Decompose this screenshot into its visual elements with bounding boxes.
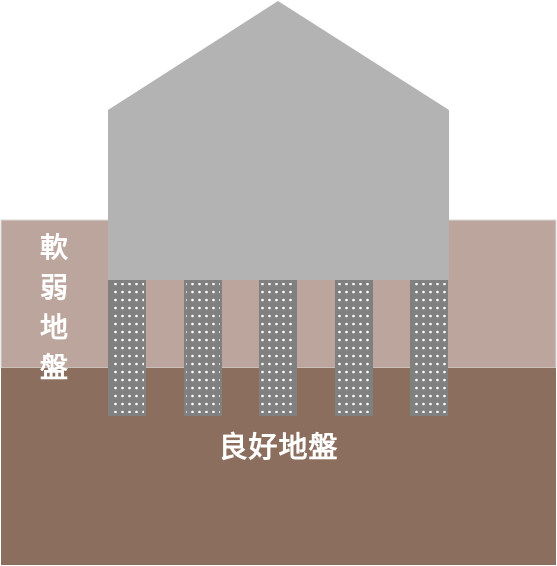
soft-ground-label-char: 軟	[39, 231, 68, 264]
pile	[259, 280, 297, 416]
pile	[335, 280, 373, 416]
house-shape	[108, 1, 449, 280]
soft-ground-label-char: 盤	[39, 351, 68, 384]
soft-ground-label-text: 軟弱地盤	[40, 228, 68, 388]
pile	[108, 280, 146, 416]
pile	[410, 280, 448, 416]
good-ground-label: 良好地盤	[218, 430, 339, 464]
soft-ground-label-char: 地	[39, 311, 68, 344]
pile-group	[108, 280, 448, 416]
soft-ground-label-char: 弱	[39, 271, 68, 304]
pile	[184, 280, 222, 416]
soft-ground-label: 軟弱地盤	[24, 228, 84, 388]
